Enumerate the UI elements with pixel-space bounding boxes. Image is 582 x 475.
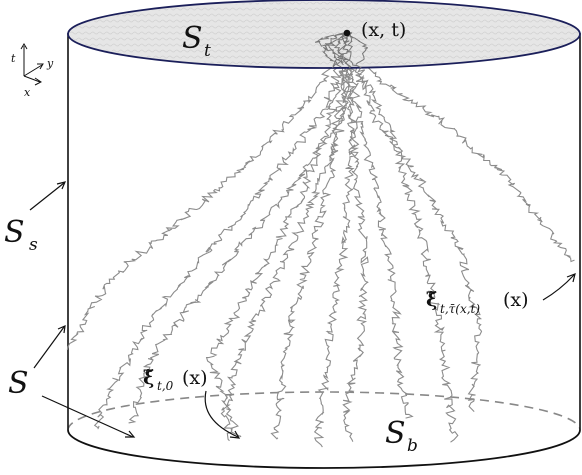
sample-path [342, 41, 369, 442]
boundary-label: S [8, 366, 29, 401]
sample-paths [66, 37, 575, 448]
axis-t-label: t [11, 52, 16, 65]
path-cluster [314, 30, 368, 69]
point-label: (x, t) [361, 19, 406, 41]
sample-path [344, 40, 575, 263]
axis-x-label: x [24, 86, 31, 99]
xi-exit-sub: t,τ̄(x,t) [440, 302, 480, 316]
boundary-arrow-lower [41, 395, 136, 438]
top-surface-sub: t [204, 41, 211, 61]
point-marker [343, 29, 351, 37]
side-surface-label: S [4, 215, 25, 250]
sample-path [128, 39, 352, 424]
top-surface-label: S [182, 21, 203, 56]
bottom-ellipse-back [67, 391, 581, 431]
sample-path [313, 38, 357, 448]
sample-path [343, 41, 459, 443]
axes-icon: t y x [11, 43, 54, 99]
sample-path [345, 39, 483, 412]
side-surface-sub: s [29, 235, 38, 255]
bottom-ellipse-front [67, 429, 581, 469]
cluster-path [344, 33, 353, 68]
cluster-path [332, 30, 350, 68]
xi-origin-arrow [204, 390, 241, 439]
axis-y-label: y [46, 57, 54, 70]
xi-origin-label: ξ̃ [143, 367, 154, 389]
side-surface-arrow [29, 181, 67, 211]
xi-exit-arg: (x) [503, 289, 529, 311]
cluster-path [324, 32, 347, 66]
cluster-path [333, 30, 351, 69]
sample-path [341, 41, 414, 419]
xi-origin-sub: t,0 [157, 379, 174, 393]
xi-exit-arrow [542, 273, 576, 301]
cluster-path [349, 32, 368, 65]
xi-origin-arg: (x) [182, 367, 208, 389]
sample-path [66, 37, 350, 351]
bottom-surface-label: S [385, 416, 406, 451]
sample-path [205, 39, 351, 438]
bottom-surface-sub: b [407, 436, 418, 456]
boundary-arrow-upper [33, 325, 66, 369]
xi-exit-label: ξ̃ [426, 289, 437, 311]
sample-path [93, 39, 350, 430]
sample-path [220, 41, 352, 442]
